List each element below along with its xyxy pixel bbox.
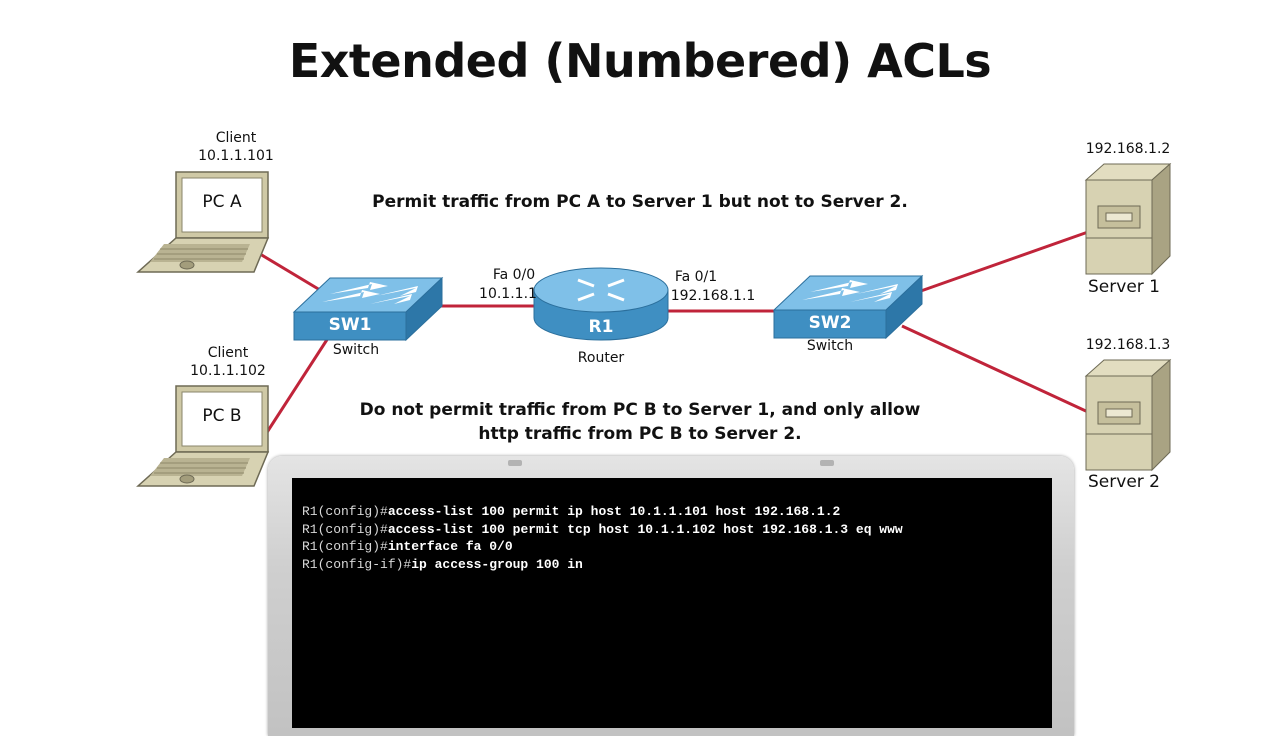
r1-type: Router bbox=[561, 350, 641, 366]
r1-if1-name: Fa 0/1 bbox=[658, 269, 734, 285]
terminal-screen[interactable]: R1(config)#access-list 100 permit ip hos… bbox=[292, 478, 1052, 728]
server2-ip: 192.168.1.3 bbox=[1080, 337, 1176, 353]
r1-if1-ip: 192.168.1.1 bbox=[668, 288, 758, 304]
note-top: Permit traffic from PC A to Server 1 but… bbox=[300, 190, 980, 214]
sw1-name: SW1 bbox=[294, 315, 406, 335]
r1-if0-name: Fa 0/0 bbox=[476, 267, 552, 283]
note-bottom-line1: Do not permit traffic from PC B to Serve… bbox=[290, 398, 990, 422]
sw2-name: SW2 bbox=[774, 313, 886, 333]
pcb-role: Client bbox=[188, 345, 268, 361]
bezel-latch-right bbox=[820, 460, 834, 466]
pca-role: Client bbox=[196, 130, 276, 146]
note-bottom-line2: http traffic from PC B to Server 2. bbox=[290, 422, 990, 446]
r1-if0-ip: 10.1.1.1 bbox=[470, 286, 546, 302]
terminal-line: R1(config-if)#ip access-group 100 in bbox=[302, 556, 903, 574]
sw2-type: Switch bbox=[790, 338, 870, 354]
server1-name: Server 1 bbox=[1076, 277, 1172, 297]
sw1-type: Switch bbox=[316, 342, 396, 358]
terminal-line: R1(config)#access-list 100 permit tcp ho… bbox=[302, 521, 903, 539]
pca-name: PC A bbox=[182, 192, 262, 212]
link-sw2-server1 bbox=[918, 232, 1088, 292]
pcb-name: PC B bbox=[182, 406, 262, 426]
server2-name: Server 2 bbox=[1076, 472, 1172, 492]
pcb-ip: 10.1.1.102 bbox=[188, 363, 268, 379]
terminal-line: R1(config)#access-list 100 permit ip hos… bbox=[302, 503, 903, 521]
terminal-line: R1(config)#interface fa 0/0 bbox=[302, 538, 903, 556]
laptop-pcb-icon bbox=[138, 386, 268, 486]
server2-icon bbox=[1086, 360, 1170, 470]
server1-ip: 192.168.1.2 bbox=[1080, 141, 1176, 157]
bezel-latch-left bbox=[508, 460, 522, 466]
r1-name: R1 bbox=[568, 317, 634, 337]
pca-ip: 10.1.1.101 bbox=[196, 148, 276, 164]
laptop-pca-icon bbox=[138, 172, 268, 272]
server1-icon bbox=[1086, 164, 1170, 274]
